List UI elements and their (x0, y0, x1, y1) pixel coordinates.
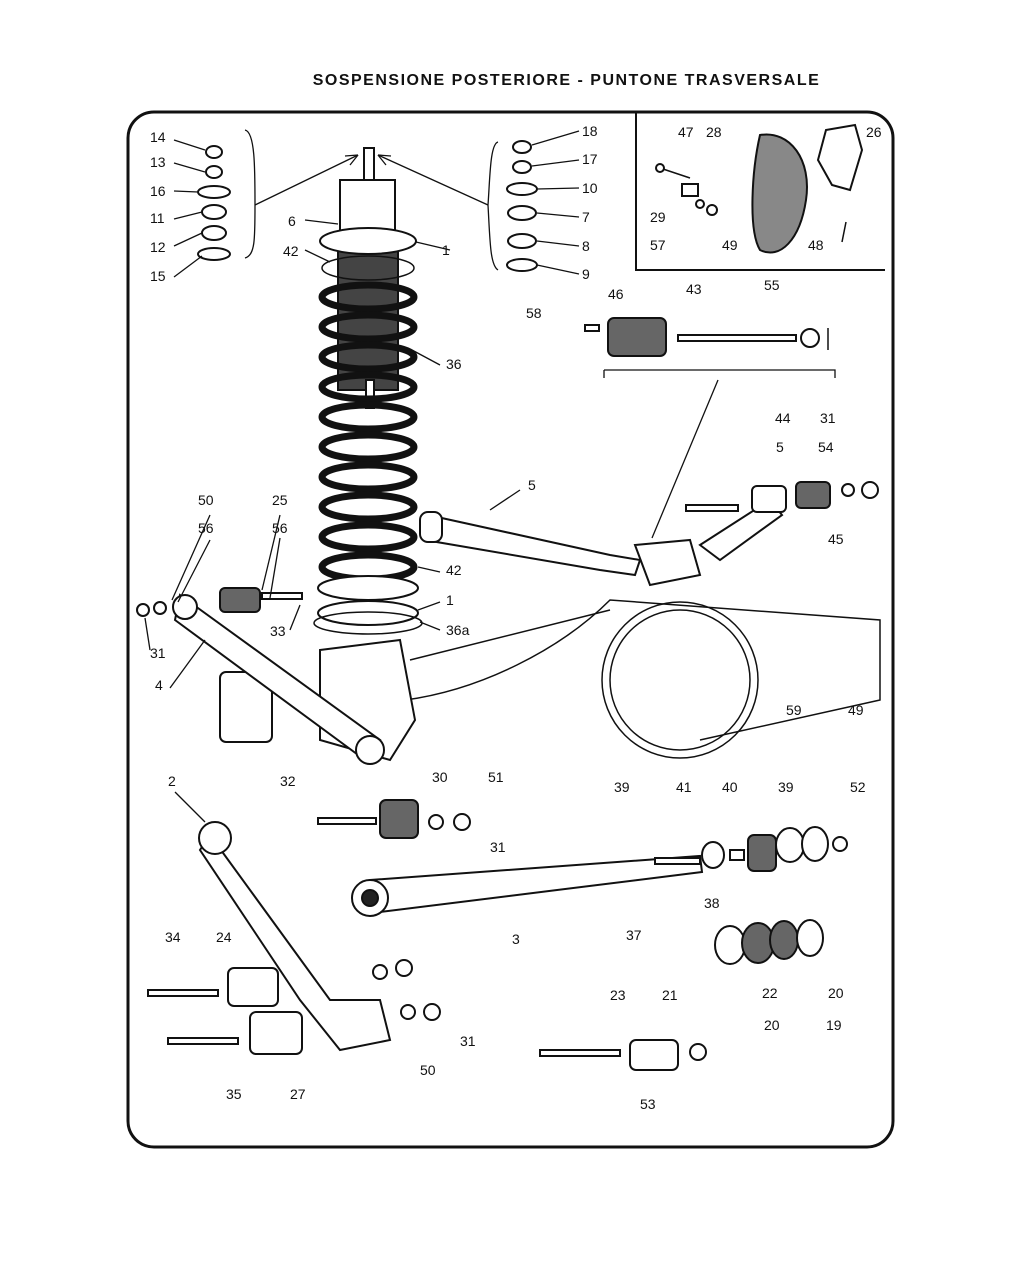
callout: 31 (490, 839, 506, 855)
callout: 52 (850, 779, 866, 795)
callout: 5 (776, 439, 784, 455)
callout: 17 (582, 151, 598, 167)
callout: 53 (640, 1096, 656, 1112)
callout: 37 (626, 927, 642, 943)
callout: 12 (150, 239, 166, 255)
callout: 43 (686, 281, 702, 297)
axle-housing (219, 599, 881, 762)
callout: 47 (678, 124, 694, 140)
bracket-right (487, 141, 499, 271)
callout: 42 (446, 562, 462, 578)
diagram-frame (126, 110, 895, 1149)
callout: 48 (808, 237, 824, 253)
inset-parts (655, 123, 864, 254)
callout: 15 (150, 268, 166, 284)
callout: 45 (828, 531, 844, 547)
callout: 58 (526, 305, 542, 321)
panhard-rod-3 (351, 826, 848, 1071)
callout: 44 (775, 410, 791, 426)
callout: 14 (150, 129, 166, 145)
washer-stack-left (197, 145, 231, 261)
callout: 28 (706, 124, 722, 140)
transverse-strut (419, 481, 879, 587)
callout: 39 (778, 779, 794, 795)
callout: 57 (650, 237, 666, 253)
callout: 11 (150, 210, 165, 226)
crossmember-bushing-group (584, 317, 836, 539)
lower-link-4 (136, 587, 385, 765)
callout: 33 (270, 623, 286, 639)
callout: 19 (826, 1017, 842, 1033)
callout: 50 (420, 1062, 436, 1078)
leader-lines (144, 130, 580, 823)
callout: 41 (676, 779, 692, 795)
callout: 6 (288, 213, 296, 229)
callout: 46 (608, 286, 624, 302)
callout: 9 (582, 266, 590, 282)
callout: 18 (582, 123, 598, 139)
callout: 56 (272, 520, 288, 536)
bracket-left (244, 129, 256, 259)
callout: 32 (280, 773, 296, 789)
callout-labels: 14 13 16 11 12 15 6 42 1 18 17 10 7 8 9 … (150, 123, 882, 1112)
washer-stack-right (506, 140, 538, 272)
callout: 27 (290, 1086, 306, 1102)
callout: 56 (198, 520, 214, 536)
callout: 2 (168, 773, 176, 789)
callout: 22 (762, 985, 778, 1001)
callout: 36a (446, 622, 470, 638)
callout: 59 (786, 702, 802, 718)
inset-box (635, 112, 885, 271)
callout: 50 (198, 492, 214, 508)
callout: 24 (216, 929, 232, 945)
callout: 7 (582, 209, 590, 225)
coil-spring (313, 227, 423, 635)
callout: 8 (582, 238, 590, 254)
callout: 42 (283, 243, 299, 259)
callout: 54 (818, 439, 834, 455)
radius-arm-2 (147, 799, 471, 1055)
callout: 4 (155, 677, 163, 693)
callout: 13 (150, 154, 166, 170)
callout: 23 (610, 987, 626, 1003)
callout: 35 (226, 1086, 242, 1102)
callout: 39 (614, 779, 630, 795)
callout: 36 (446, 356, 462, 372)
callout: 51 (488, 769, 504, 785)
callout: 49 (722, 237, 738, 253)
callout: 20 (764, 1017, 780, 1033)
callout: 1 (446, 592, 454, 608)
callout: 5 (528, 477, 536, 493)
callout: 21 (662, 987, 678, 1003)
callout: 26 (866, 124, 882, 140)
callout: 30 (432, 769, 448, 785)
callout: 3 (512, 931, 520, 947)
callout: 1 (442, 242, 450, 258)
callout: 34 (165, 929, 181, 945)
diagram-title: SOSPENSIONE POSTERIORE - PUNTONE TRASVER… (312, 72, 821, 89)
callout: 55 (764, 277, 780, 293)
callout: 29 (650, 209, 666, 225)
callout: 40 (722, 779, 738, 795)
callout: 25 (272, 492, 288, 508)
callout: 10 (582, 180, 598, 196)
callout: 31 (820, 410, 836, 426)
callout: 31 (150, 645, 166, 661)
callout: 38 (704, 895, 720, 911)
callout: 31 (460, 1033, 476, 1049)
callout: 16 (150, 183, 166, 199)
callout: 20 (828, 985, 844, 1001)
callout: 49 (848, 702, 864, 718)
